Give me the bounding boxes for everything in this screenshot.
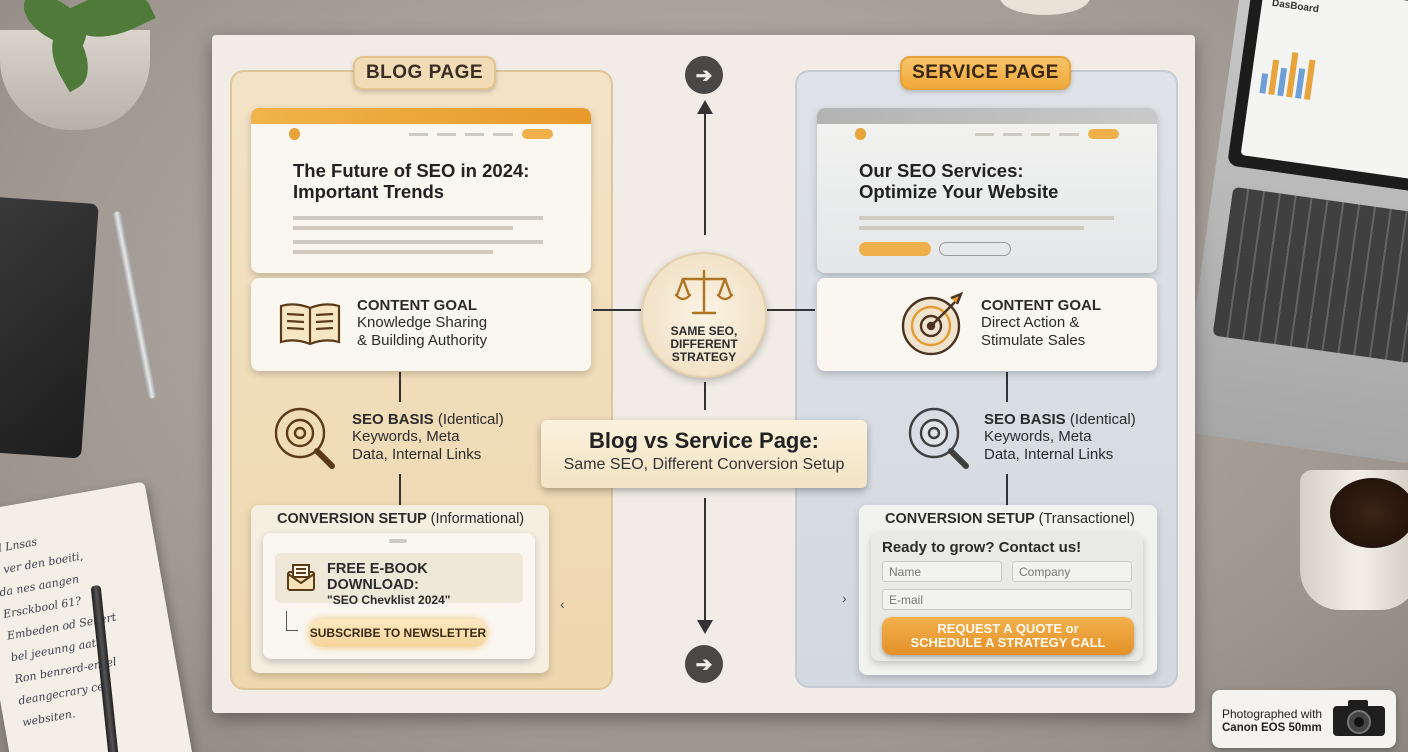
blog-content-goal-card: CONTENT GOAL Knowledge Sharing & Buildin… [251,278,591,371]
circle-line-3: STRATEGY [670,351,737,364]
service-seo-label: SEO BASIS [984,411,1066,428]
blog-conversion-qualifier: (Informational) [431,511,524,527]
laptop-dashboard-title: DasBoard [1271,0,1408,30]
blog-seo-basis: SEO BASIS (Identical) Keywords, Meta Dat… [352,411,504,464]
service-conversion-label: CONVERSION SETUP [885,511,1035,527]
blog-goal-text-2: & Building Authority [357,332,487,350]
circle-line-2: DIFFERENT [670,338,737,351]
coffee-cup-top [1000,0,1090,15]
camera-icon [1330,696,1388,740]
diagram-title-card: Blog vs Service Page: Same SEO, Differen… [541,420,867,488]
gear-magnifier-icon [906,405,972,471]
ebook-download-box[interactable]: FREE E-BOOK DOWNLOAD: "SEO Chevklist 202… [275,553,523,603]
email-field[interactable]: E-mail [882,589,1132,610]
silver-pen [112,211,157,399]
connector-line [593,309,641,311]
connector-line [1006,372,1008,402]
envelope-icon [285,562,317,594]
blog-seo-text-1: Keywords, Meta [352,428,504,446]
service-heading-line-2: Optimize Your Website [859,181,1115,202]
diagram-title: Blog vs Service Page: [541,428,867,454]
arrow-corner-icon [286,611,298,631]
blog-seo-label: SEO BASIS [352,411,434,428]
service-goal-label: CONTENT GOAL [981,297,1101,314]
scales-icon [675,267,733,319]
arrow-right-icon: ➔ [685,56,723,94]
blog-heading-line-1: The Future of SEO in 2024: [293,160,549,181]
service-seo-qualifier: (Identical) [1070,411,1136,428]
laptop-screen: DasBoard [1227,0,1408,193]
arrow-right-icon: ➔ [685,645,723,683]
blog-browser-mockup: The Future of SEO in 2024: Important Tre… [251,108,591,273]
request-quote-button[interactable]: REQUEST A QUOTE or SCHEDULE A STRATEGY C… [882,617,1134,655]
arrow-right-small-icon: › [842,590,847,606]
same-seo-circle: SAME SEO, DIFFERENT STRATEGY [641,252,767,378]
blog-seo-text-2: Data, Internal Links [352,446,504,464]
service-seo-text-2: Data, Internal Links [984,446,1136,464]
blog-conversion-card: CONVERSION SETUP (Informational) FREE E-… [251,505,549,673]
connector-line [704,498,706,623]
blog-goal-text-1: Knowledge Sharing [357,314,487,332]
connector-line [704,105,706,235]
blog-seo-qualifier: (Identical) [438,411,504,428]
arrow-up-icon [697,100,713,114]
connector-line [1006,474,1008,506]
ebook-subtitle: "SEO Chevklist 2024" [327,593,523,607]
arrow-left-icon: ‹ [560,596,565,612]
contact-form-mockup: Ready to grow? Contact us! Name Company … [871,533,1143,661]
dark-notebook [0,196,99,458]
service-seo-text-1: Keywords, Meta [984,428,1136,446]
circle-line-1: SAME SEO, [670,325,737,338]
gear-magnifier-icon [272,405,338,471]
service-heading-line-1: Our SEO Services: [859,160,1115,181]
arrow-down-icon [697,620,713,634]
blog-conversion-label: CONVERSION SETUP [277,511,427,527]
connector-line [399,474,401,506]
blog-heading-line-2: Important Trends [293,181,549,202]
blog-page-title: BLOG PAGE [353,56,496,90]
subscribe-newsletter-button[interactable]: SUBSCRIBE TO NEWSLETTER [309,619,487,647]
quote-button-line-1: REQUEST A QUOTE or [937,622,1078,636]
ebook-title: FREE E-BOOK DOWNLOAD: [327,561,523,593]
coffee [1330,478,1408,548]
name-field[interactable]: Name [882,561,1002,582]
secondary-cta-mock [939,242,1011,256]
diagram-subtitle: Same SEO, Different Conversion Setup [541,456,867,474]
service-browser-mockup: Our SEO Services: Optimize Your Website [817,108,1157,273]
photo-credit-line-2: Canon EOS 50mm [1222,722,1322,734]
open-book-icon [277,300,343,348]
blog-conversion-mockup: FREE E-BOOK DOWNLOAD: "SEO Chevklist 202… [263,533,535,659]
primary-cta-mock [859,242,931,256]
company-field[interactable]: Company [1012,561,1132,582]
service-seo-basis: SEO BASIS (Identical) Keywords, Meta Dat… [984,411,1136,464]
laptop-keyboard [1213,187,1408,363]
service-conversion-qualifier: (Transactionel) [1039,511,1135,527]
service-page-title: SERVICE PAGE [900,56,1071,90]
blog-goal-label: CONTENT GOAL [357,297,487,314]
service-content-goal-card: CONTENT GOAL Direct Action & Stimulate S… [817,278,1157,371]
connector-line [704,382,706,410]
service-goal-text-2: Stimulate Sales [981,332,1101,350]
connector-line [767,309,815,311]
quote-button-line-2: SCHEDULE A STRATEGY CALL [910,636,1105,650]
target-icon [899,290,967,358]
service-goal-text-1: Direct Action & [981,314,1101,332]
notepad-text: ol Lnsas t ver den boeiti, da nes aangen… [0,514,166,734]
contact-form-heading: Ready to grow? Contact us! [882,539,1081,556]
service-conversion-card: CONVERSION SETUP (Transactionel) Ready t… [859,505,1157,675]
connector-line [399,372,401,402]
